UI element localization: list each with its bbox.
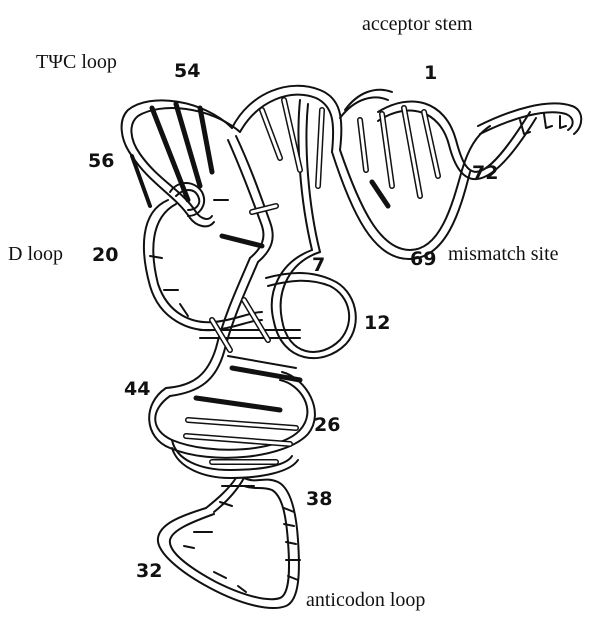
position-26-label: 26 <box>314 416 340 435</box>
position-56-label: 56 <box>88 152 114 171</box>
tpsic-loop <box>122 100 240 226</box>
anticodon-loop-label: anticodon loop <box>306 590 425 610</box>
d-loop <box>144 200 262 330</box>
position-12-label: 12 <box>364 314 390 333</box>
position-32-label: 32 <box>136 562 162 581</box>
d-stem-helix <box>166 250 356 396</box>
position-54-label: 54 <box>174 62 200 81</box>
tpsic-loop-label: TΨC loop <box>36 52 117 72</box>
d-loop-label: D loop <box>8 244 63 264</box>
position-7-label: 7 <box>312 256 325 275</box>
position-20-label: 20 <box>92 246 118 265</box>
position-38-label: 38 <box>306 490 332 509</box>
tpsic-stem-helix <box>228 86 341 262</box>
position-72-label: 72 <box>472 164 498 183</box>
acceptor-stem-label: acceptor stem <box>362 14 473 34</box>
mismatch-site-label: mismatch site <box>448 244 559 264</box>
anticodon-stem-helix <box>149 372 315 512</box>
acceptor-stem-helix <box>332 90 581 259</box>
position-1-label: 1 <box>424 64 437 83</box>
position-69-label: 69 <box>410 250 436 269</box>
position-44-label: 44 <box>124 380 150 399</box>
